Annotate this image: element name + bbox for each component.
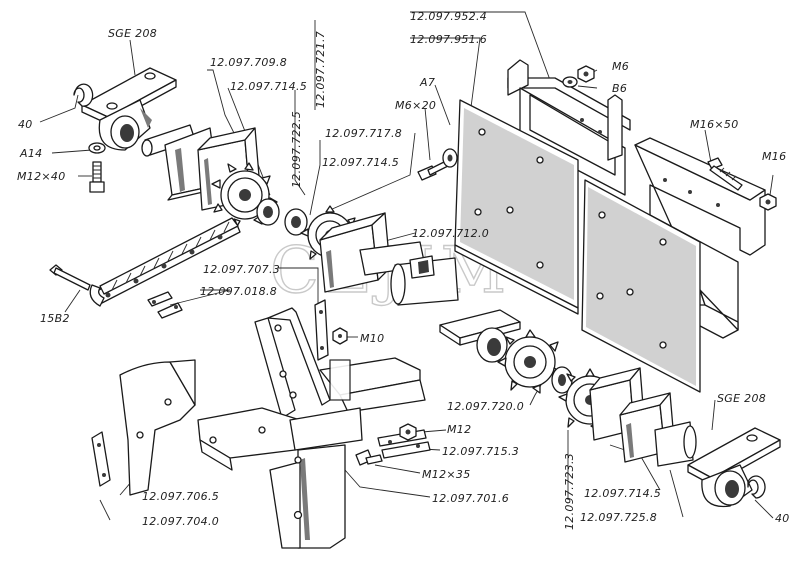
label-40-left: 40 <box>18 118 33 131</box>
label-15b2: 15В2 <box>40 312 70 325</box>
bolt-m12x40 <box>89 161 105 193</box>
label-m12x35: M12×35 <box>422 468 471 481</box>
bolt-m12x35 <box>355 449 383 466</box>
washer-a14 <box>88 142 106 154</box>
label-m10: M10 <box>360 332 384 345</box>
label-018-8: 12.097.018.8 <box>200 285 277 298</box>
label-714-5-bot: 12.097.714.5 <box>584 487 661 500</box>
label-952-4: 12.097.952.4 <box>410 10 487 23</box>
retaining-ring-left <box>73 83 94 107</box>
label-712-0: 12.097.712.0 <box>412 227 489 240</box>
bearing-block-center <box>439 309 521 363</box>
part-labels: SGE 208 40 A14 M12×40 12.097.709.8 12.09… <box>17 10 790 530</box>
label-m16x50: M16×50 <box>690 118 739 131</box>
label-720-0: 12.097.720.0 <box>447 400 524 413</box>
label-704-0: 12.097.704.0 <box>142 515 219 528</box>
sprocket-714-5-top <box>211 162 278 229</box>
label-714-5-mid: 12.097.714.5 <box>322 156 399 169</box>
bolt-m16x50 <box>707 157 743 191</box>
label-m6x20: M6×20 <box>395 99 436 112</box>
nut-m10 <box>332 327 348 345</box>
label-m12x40: M12×40 <box>17 170 66 183</box>
guard-plate-706-5 <box>119 359 196 496</box>
bearing-housing-right <box>687 427 781 508</box>
label-709-8: 12.097.709.8 <box>210 56 287 69</box>
label-m12: M12 <box>447 423 471 436</box>
bolt-m6x20 <box>417 148 458 181</box>
sprocket-720-0 <box>497 329 562 394</box>
nut-m12 <box>399 423 417 441</box>
label-951-6: 12.097.951.6 <box>410 33 487 46</box>
bearing-housing-left <box>81 67 177 151</box>
chain-link-connector <box>147 291 183 319</box>
label-714-5-top: 12.097.714.5 <box>230 80 307 93</box>
label-a14: A14 <box>19 147 42 160</box>
chain-pin-15b2 <box>49 264 91 291</box>
label-40-right: 40 <box>775 512 790 525</box>
label-m6: M6 <box>612 60 629 73</box>
label-706-5: 12.097.706.5 <box>142 490 219 503</box>
side-plate-707-3 <box>314 299 329 361</box>
nut-m6-washer-b6 <box>562 65 595 88</box>
drive-chain-018-8 <box>89 217 241 307</box>
frame-952-4 <box>507 59 631 196</box>
spacer-rings-top <box>256 198 308 236</box>
gear-block-725-8 <box>589 367 697 467</box>
label-sge208-right: SGE 208 <box>717 392 766 405</box>
label-725-8: 12.097.725.8 <box>580 511 657 524</box>
label-717-8: 12.097.717.8 <box>325 127 402 140</box>
strap-704-0 <box>91 431 111 487</box>
label-a7: A7 <box>419 76 435 89</box>
retaining-ring-right <box>747 475 766 499</box>
label-722-5: 12.097.722.5 <box>290 111 303 188</box>
label-m16: M16 <box>762 150 786 163</box>
label-707-3: 12.097.707.3 <box>203 263 280 276</box>
label-sge208-left: SGE 208 <box>108 27 157 40</box>
friction-plate-lower <box>581 179 701 393</box>
label-b6: B6 <box>612 82 627 95</box>
cross-bracket-701-6 <box>197 307 426 549</box>
nut-m16 <box>759 193 777 211</box>
label-701-6: 12.097.701.6 <box>432 492 509 505</box>
label-715-3: 12.097.715.3 <box>442 445 519 458</box>
friction-plate-upper <box>454 99 579 315</box>
label-721-7: 12.097.721.7 <box>314 31 327 108</box>
gear-housing-712-0 <box>319 212 459 306</box>
label-723-3: 12.097.723.3 <box>563 453 576 530</box>
